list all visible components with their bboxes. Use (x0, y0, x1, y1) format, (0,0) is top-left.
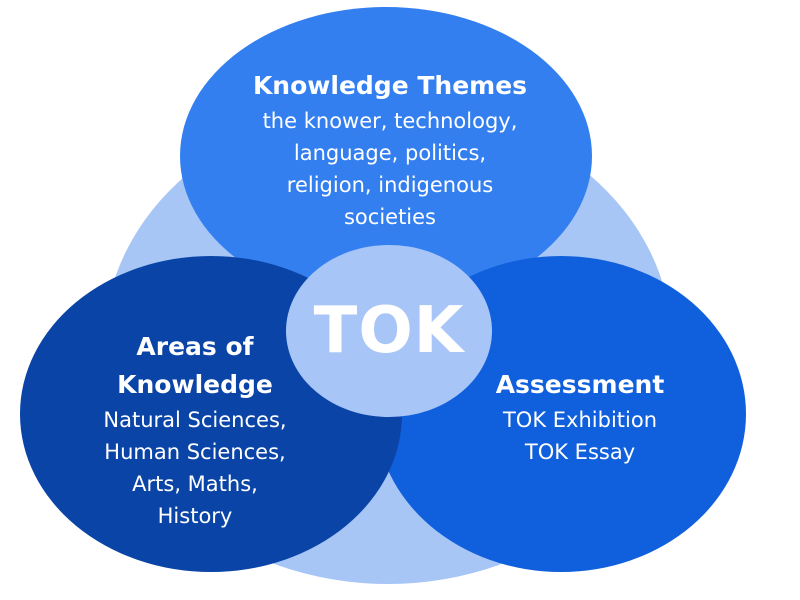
assessment-text: Assessment TOK Exhibition TOK Essay (430, 366, 730, 468)
areas-of-knowledge-text: Areas of Knowledge Natural Sciences, Hum… (60, 328, 330, 532)
knowledge-themes-line: religion, indigenous (286, 173, 494, 197)
assessment-line: TOK Exhibition (502, 408, 658, 432)
assessment-line: TOK Essay (524, 440, 636, 464)
areas-of-knowledge-title-line: Knowledge (117, 370, 273, 399)
knowledge-themes-text: Knowledge Themes the knower, technology,… (190, 67, 590, 233)
tok-center-ellipse (286, 245, 492, 417)
knowledge-themes-line: language, politics, (293, 141, 487, 165)
areas-of-knowledge-line: Arts, Maths, (132, 472, 258, 496)
assessment-title: Assessment (495, 370, 665, 399)
areas-of-knowledge-line: History (157, 504, 233, 528)
knowledge-themes-line: societies (343, 205, 437, 229)
areas-of-knowledge-line: Natural Sciences, (103, 408, 287, 432)
tok-label: TOK (313, 294, 465, 368)
knowledge-themes-title: Knowledge Themes (252, 71, 528, 100)
areas-of-knowledge-line: Human Sciences, (104, 440, 286, 464)
areas-of-knowledge-title-line: Areas of (136, 332, 254, 361)
knowledge-themes-line: the knower, technology, (262, 109, 518, 133)
